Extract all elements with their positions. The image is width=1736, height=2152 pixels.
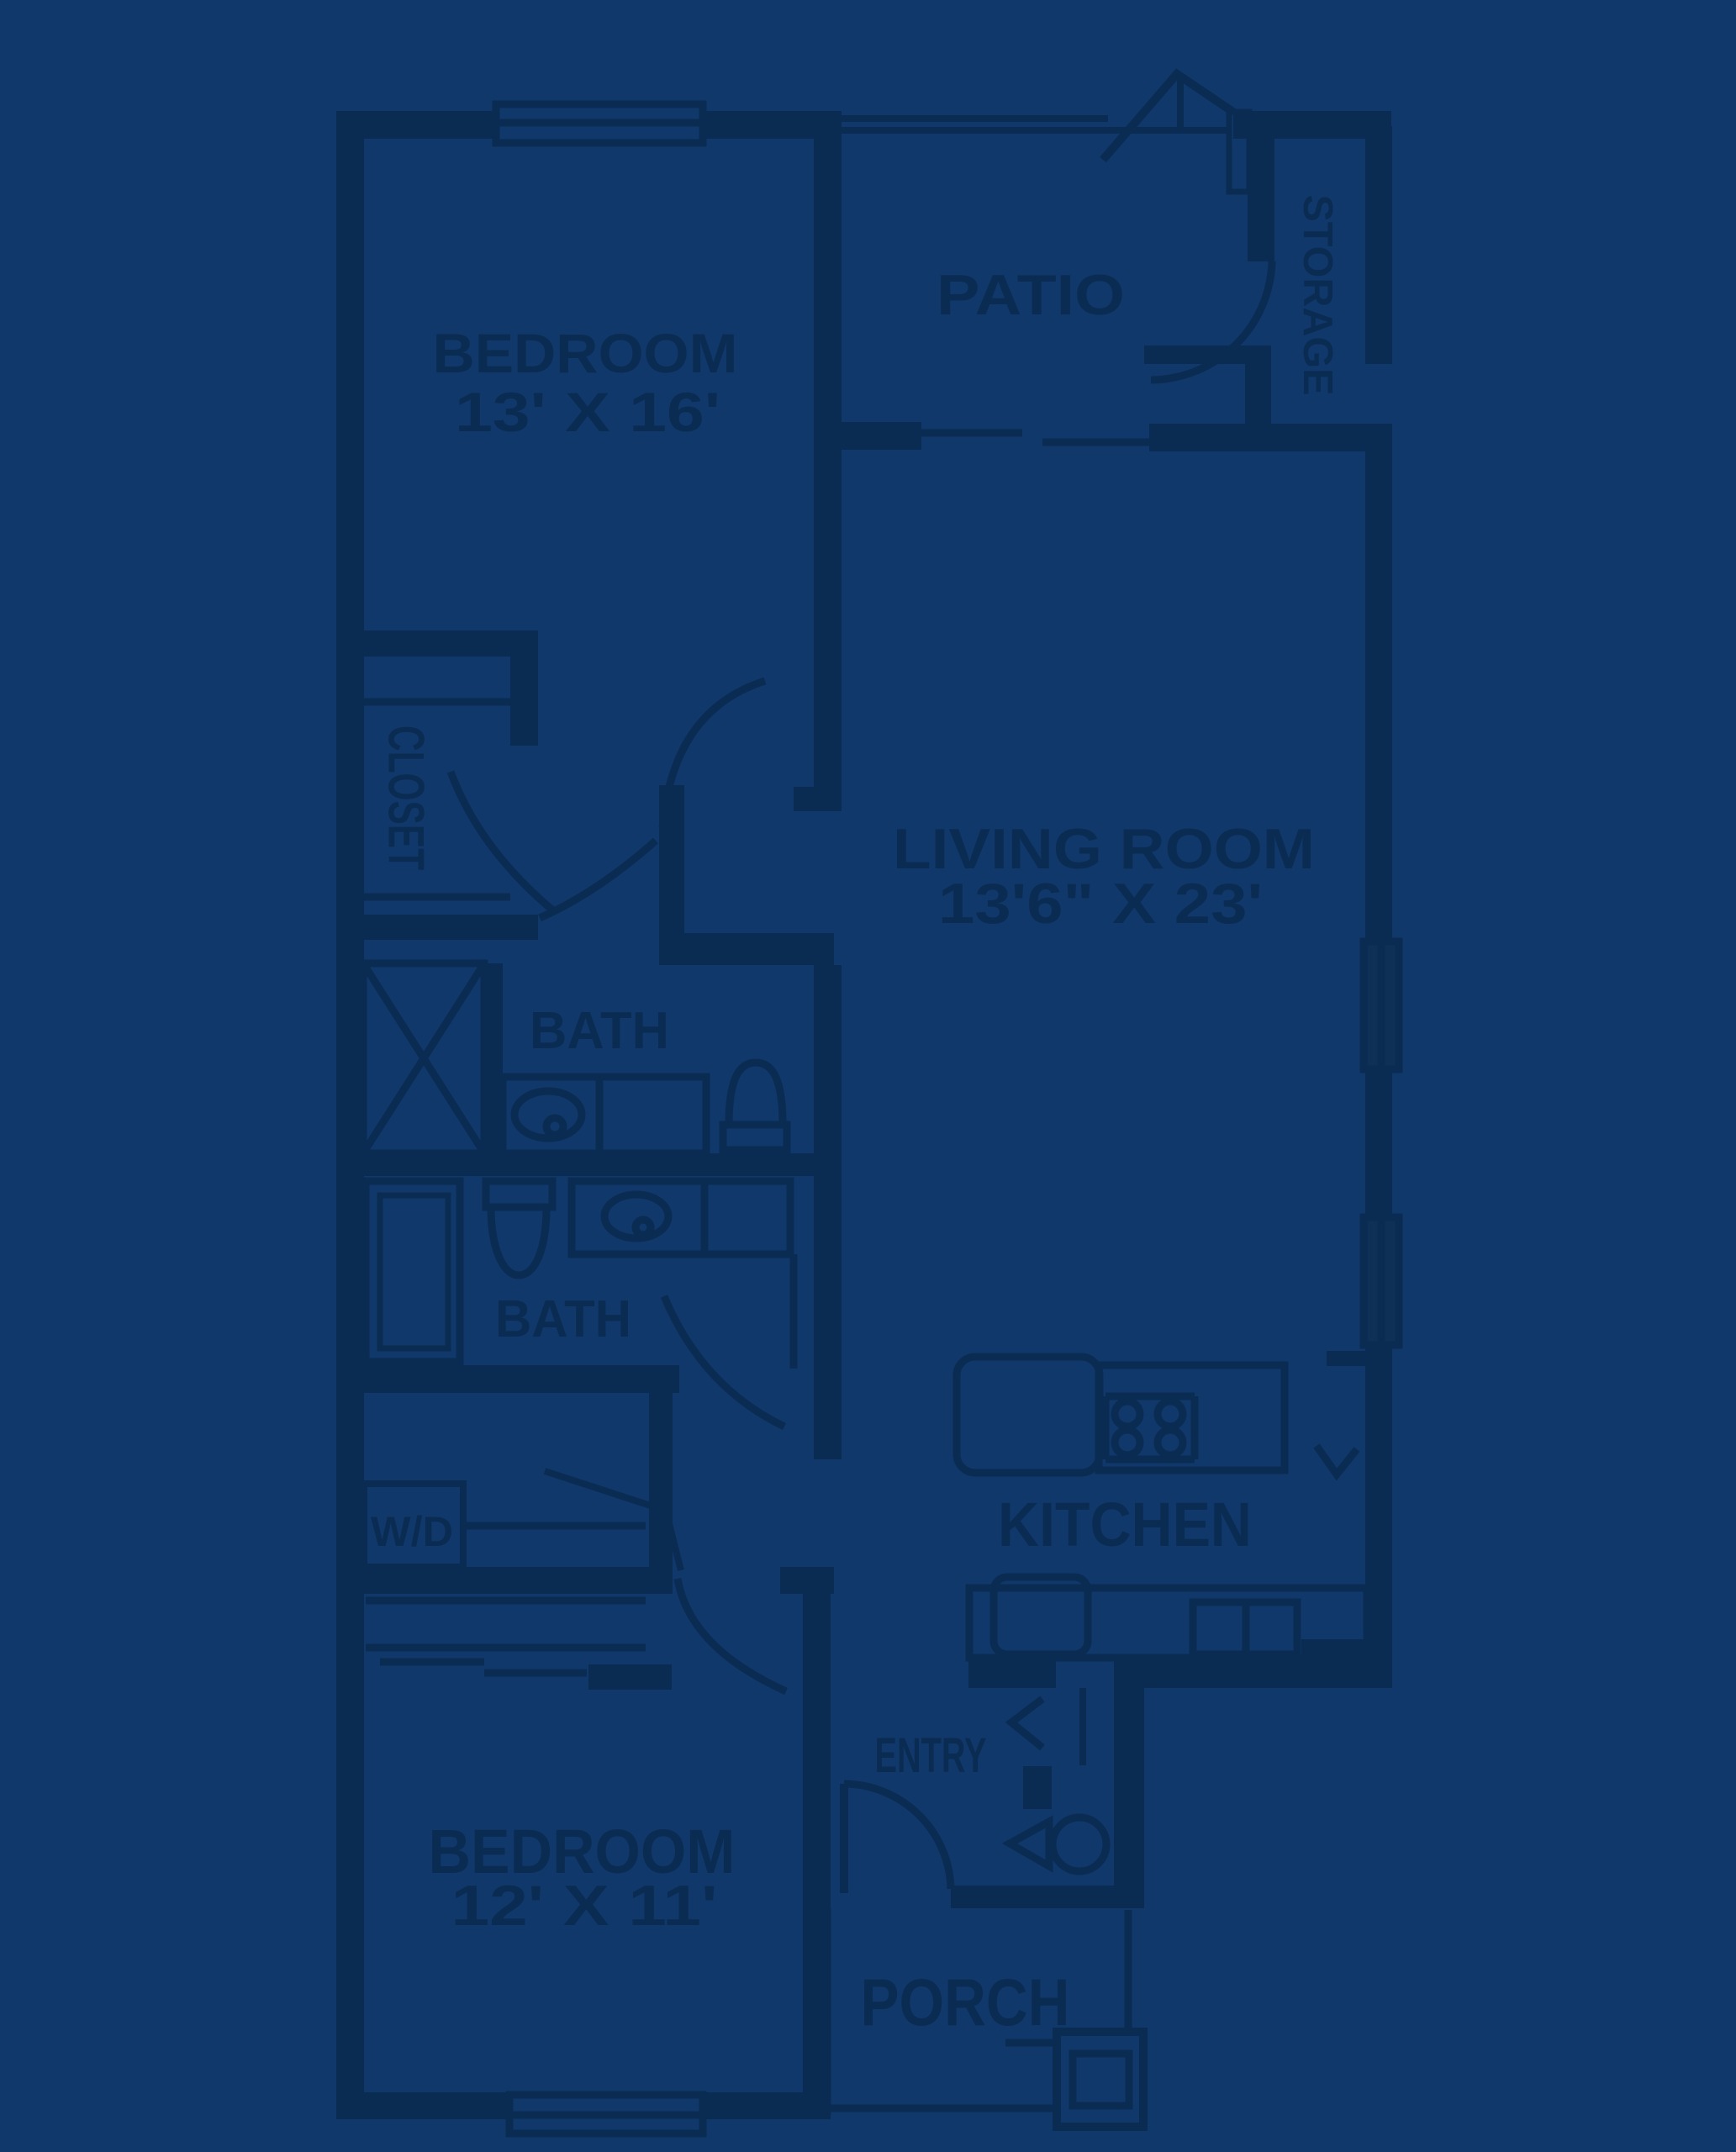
svg-text:PORCH: PORCH [861, 1965, 1070, 2039]
svg-text:BATH: BATH [530, 1002, 669, 1060]
svg-text:PATIO: PATIO [937, 263, 1125, 327]
svg-text:STORAGE: STORAGE [1295, 195, 1340, 396]
svg-text:CLOSET: CLOSET [378, 725, 435, 870]
svg-text:12' X 11': 12' X 11' [451, 1874, 718, 1938]
svg-text:BEDROOM: BEDROOM [429, 1817, 736, 1886]
svg-text:W/D: W/D [371, 1508, 453, 1555]
svg-text:LIVING ROOM: LIVING ROOM [893, 817, 1315, 881]
svg-text:KITCHEN: KITCHEN [998, 1490, 1252, 1559]
svg-text:BEDROOM: BEDROOM [433, 322, 738, 384]
svg-text:ENTRY: ENTRY [875, 1728, 987, 1783]
svg-text:13'6" X 23': 13'6" X 23' [938, 872, 1263, 936]
svg-text:BATH: BATH [495, 1290, 631, 1348]
svg-text:13' X 16': 13' X 16' [455, 381, 720, 443]
